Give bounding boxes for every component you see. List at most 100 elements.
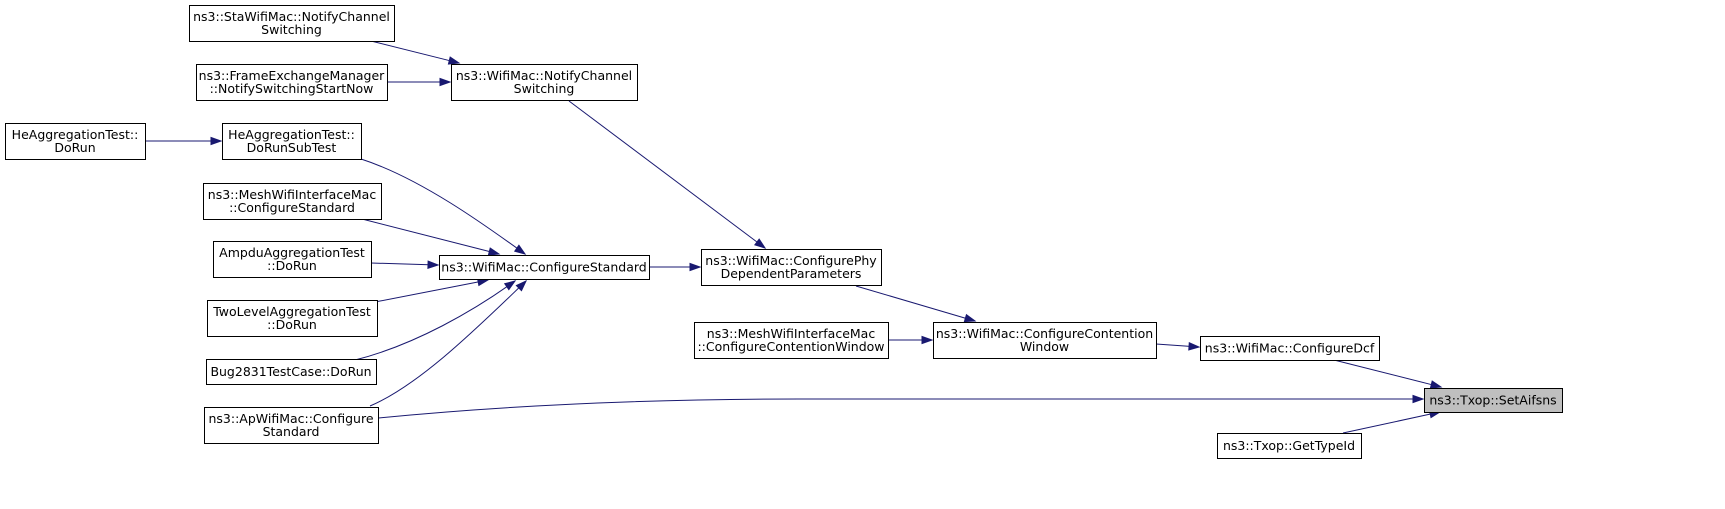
node-box bbox=[439, 255, 650, 280]
edge-line bbox=[370, 262, 430, 266]
node-he-dorun[interactable]: HeAggregationTest::DoRun bbox=[5, 123, 146, 160]
node-label-line: Switching bbox=[514, 81, 575, 96]
edge-line bbox=[374, 281, 480, 303]
node-box bbox=[933, 322, 1157, 359]
node-mesh-cfgstd[interactable]: ns3::MeshWifiInterfaceMac::ConfigureStan… bbox=[203, 183, 382, 220]
node-wm-cfgphy[interactable]: ns3::WifiMac::ConfigurePhyDependentParam… bbox=[701, 249, 882, 286]
arrowhead-icon bbox=[921, 335, 934, 345]
arrowhead-icon bbox=[210, 136, 223, 146]
edge-wm_cfgdcf-to-txop_setaifsn bbox=[1333, 359, 1443, 389]
arrowhead-icon bbox=[963, 313, 977, 323]
edge-mesh_cfgcw-to-wm_cfgcw bbox=[888, 335, 934, 345]
edge-line bbox=[377, 398, 1423, 419]
node-label-line: ns3::MeshWifiInterfaceMac bbox=[707, 326, 876, 341]
node-box bbox=[222, 123, 362, 160]
arrowhead-icon bbox=[689, 262, 702, 272]
edge-line bbox=[354, 280, 516, 361]
edge-ampdu-to-wm_cfgstd bbox=[370, 260, 440, 269]
node-label-line: ns3::WifiMac::ConfigurePhy bbox=[705, 253, 877, 268]
arrowhead-icon bbox=[515, 279, 528, 292]
node-box bbox=[1424, 388, 1563, 413]
node-box bbox=[451, 64, 638, 101]
edge-line bbox=[1155, 343, 1191, 347]
edge-line bbox=[1333, 359, 1433, 386]
node-label-line: DoRun bbox=[54, 140, 95, 155]
node-label-line: ::DoRun bbox=[267, 258, 317, 273]
node-bug2831[interactable]: Bug2831TestCase::DoRun bbox=[206, 359, 377, 385]
node-wm-cfgstd[interactable]: ns3::WifiMac::ConfigureStandard bbox=[439, 255, 650, 280]
node-box bbox=[701, 249, 882, 286]
node-label-line: ::ConfigureStandard bbox=[229, 200, 355, 215]
edges-layer bbox=[145, 40, 1443, 434]
node-label-line: DependentParameters bbox=[721, 266, 862, 281]
node-label-line: ::DoRun bbox=[267, 317, 317, 332]
arrowhead-icon bbox=[447, 56, 461, 65]
node-label-line: ns3::Txop::SetAifsns bbox=[1429, 393, 1556, 408]
arrowhead-icon bbox=[754, 238, 767, 249]
arrowhead-icon bbox=[503, 280, 517, 291]
edge-ap_cfgstd-to-wm_cfgstd bbox=[369, 279, 528, 407]
node-box bbox=[213, 241, 372, 278]
edge-wm_cfgstd-to-wm_cfgphy bbox=[649, 262, 702, 272]
edge-sta_notify-to-wm_notify bbox=[370, 40, 461, 65]
node-label-line: ns3::FrameExchangeManager bbox=[199, 68, 385, 83]
node-ap-cfgstd[interactable]: ns3::ApWifiMac::ConfigureStandard bbox=[204, 407, 379, 444]
arrowhead-icon bbox=[1429, 380, 1443, 389]
edge-fem_notify-to-wm_notify bbox=[387, 77, 452, 87]
edge-bug2831-to-wm_cfgstd bbox=[354, 280, 517, 361]
node-fem-notify[interactable]: ns3::FrameExchangeManager::NotifySwitchi… bbox=[196, 64, 388, 101]
edge-he_dorunsub-to-wm_cfgstd bbox=[360, 158, 527, 255]
node-label-line: ns3::WifiMac::ConfigureDcf bbox=[1205, 341, 1375, 356]
node-box bbox=[694, 322, 889, 359]
node-box bbox=[1200, 336, 1380, 361]
node-box bbox=[207, 300, 378, 337]
node-box bbox=[5, 123, 146, 160]
edge-line bbox=[369, 280, 527, 407]
arrowhead-icon bbox=[487, 247, 501, 256]
edge-line bbox=[568, 100, 759, 243]
arrowhead-icon bbox=[439, 77, 452, 87]
node-wm-cfgdcf[interactable]: ns3::WifiMac::ConfigureDcf bbox=[1200, 336, 1380, 361]
node-label-line: DoRunSubTest bbox=[247, 140, 337, 155]
node-label-line: ::ConfigureContentionWindow bbox=[697, 339, 884, 354]
edge-mesh_cfgstd-to-wm_cfgstd bbox=[361, 218, 501, 256]
node-label-line: AmpduAggregationTest bbox=[219, 245, 365, 260]
arrowhead-icon bbox=[427, 260, 440, 269]
node-mesh-cfgcw[interactable]: ns3::MeshWifiInterfaceMac::ConfigureCont… bbox=[694, 322, 889, 359]
node-label-line: ns3::WifiMac::NotifyChannel bbox=[456, 68, 632, 83]
edge-wm_cfgcw-to-wm_cfgdcf bbox=[1155, 341, 1201, 351]
edge-line bbox=[855, 285, 967, 319]
arrowhead-icon bbox=[1188, 341, 1201, 351]
node-he-dorunsub[interactable]: HeAggregationTest::DoRunSubTest bbox=[222, 123, 362, 160]
node-label-line: HeAggregationTest:: bbox=[228, 127, 355, 142]
node-label-line: Switching bbox=[261, 22, 322, 37]
edge-wm_notify-to-wm_cfgphy bbox=[568, 100, 767, 249]
edge-line bbox=[361, 218, 491, 253]
node-txop-setaifsn[interactable]: ns3::Txop::SetAifsns bbox=[1424, 388, 1563, 413]
edge-he_dorun-to-he_dorunsub bbox=[145, 136, 223, 146]
edge-line bbox=[1342, 413, 1432, 434]
node-label-line: ns3::WifiMac::ConfigureContention bbox=[936, 326, 1153, 341]
edge-wm_cfgphy-to-wm_cfgcw bbox=[855, 285, 977, 323]
node-twolevel[interactable]: TwoLevelAggregationTest::DoRun bbox=[207, 300, 378, 337]
node-label-line: ::NotifySwitchingStartNow bbox=[210, 81, 374, 96]
node-label-line: Bug2831TestCase::DoRun bbox=[210, 364, 371, 379]
node-label-line: ns3::WifiMac::ConfigureStandard bbox=[441, 260, 646, 275]
arrowhead-icon bbox=[513, 244, 527, 255]
node-box bbox=[203, 183, 382, 220]
node-label-line: ns3::Txop::GetTypeId bbox=[1223, 438, 1355, 453]
nodes-layer: ns3::StaWifiMac::NotifyChannelSwitchingn… bbox=[5, 5, 1563, 459]
node-label-line: Window bbox=[1020, 339, 1069, 354]
node-label-line: ns3::ApWifiMac::Configure bbox=[208, 411, 373, 426]
node-box bbox=[1217, 433, 1362, 459]
node-box bbox=[206, 359, 377, 385]
node-wm-cfgcw[interactable]: ns3::WifiMac::ConfigureContentionWindow bbox=[933, 322, 1157, 359]
node-ampdu[interactable]: AmpduAggregationTest::DoRun bbox=[213, 241, 372, 278]
edge-line bbox=[370, 40, 451, 62]
node-box bbox=[204, 407, 379, 444]
node-box bbox=[196, 64, 388, 101]
node-txop-gettypeid[interactable]: ns3::Txop::GetTypeId bbox=[1217, 433, 1362, 459]
